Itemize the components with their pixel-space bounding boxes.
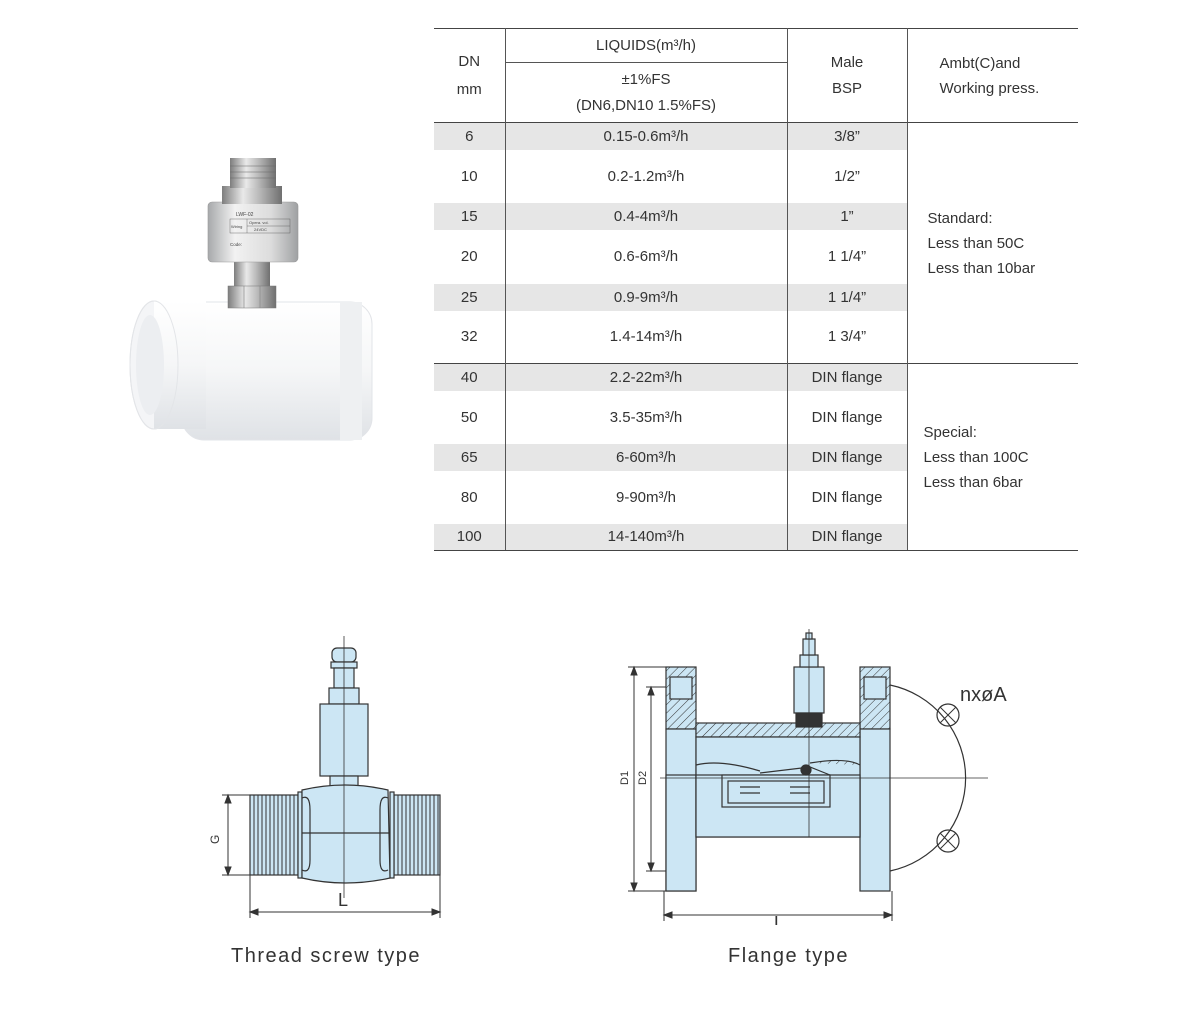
cell-standard-conditions: Standard: Less than 50C Less than 10bar bbox=[907, 122, 1078, 364]
header-liquids: LIQUIDS(m³/h) bbox=[505, 28, 788, 63]
dim-l-label: L bbox=[774, 913, 784, 925]
header-dn: DN mm bbox=[434, 28, 506, 123]
header-bsp: Male BSP bbox=[787, 28, 908, 123]
cell-connection: 1 1/4” bbox=[787, 229, 908, 284]
cell-connection: DIN flange bbox=[787, 523, 908, 551]
photo-label-opera: Opera. vol. bbox=[249, 220, 269, 225]
cell-range: 0.4-4m³/h bbox=[505, 202, 788, 230]
cell-dn: 80 bbox=[434, 470, 506, 524]
dim-d1-label: D1 bbox=[619, 771, 631, 785]
header-ambt-line1: Ambt(C)and bbox=[939, 54, 1021, 72]
cell-range: 3.5-35m³/h bbox=[505, 390, 788, 444]
cell-dn: 6 bbox=[434, 122, 506, 150]
header-ambt: Ambt(C)and Working press. bbox=[907, 28, 1078, 123]
header-accuracy-line1: ±1%FS bbox=[621, 70, 671, 88]
cell-connection: DIN flange bbox=[787, 443, 908, 471]
cell-range: 1.4-14m³/h bbox=[505, 310, 788, 364]
thread-screw-drawing: G L bbox=[208, 636, 442, 918]
cell-range: 6-60m³/h bbox=[505, 443, 788, 471]
cell-range: 14-140m³/h bbox=[505, 523, 788, 551]
cell-dn: 10 bbox=[434, 149, 506, 203]
cell-dn: 20 bbox=[434, 229, 506, 284]
dim-l-label: L bbox=[338, 890, 348, 910]
cell-range: 2.2-22m³/h bbox=[505, 363, 788, 391]
header-bsp-line2: BSP bbox=[831, 79, 862, 97]
photo-label-code: Code: bbox=[230, 242, 242, 247]
header-bsp-line1: Male bbox=[830, 53, 864, 71]
cell-range: 9-90m³/h bbox=[505, 470, 788, 524]
thread-caption: Thread screw type bbox=[231, 945, 422, 967]
cell-dn: 65 bbox=[434, 443, 506, 471]
cell-range: 0.9-9m³/h bbox=[505, 283, 788, 311]
cell-connection: DIN flange bbox=[787, 363, 908, 391]
cell-special-conditions: Special: Less than 100C Less than 6bar bbox=[907, 363, 1078, 551]
photo-label-wiring: Wiring bbox=[231, 224, 242, 229]
holes-label: nxøA bbox=[960, 684, 1007, 706]
photo-label-model: LWF-02 bbox=[236, 212, 254, 218]
photo-label-voltage: 24VDC bbox=[254, 227, 267, 232]
cell-connection: 1/2” bbox=[787, 149, 908, 203]
dim-d2-label: D2 bbox=[637, 771, 649, 785]
cell-connection: 3/8” bbox=[787, 122, 908, 150]
cell-range: 0.2-1.2m³/h bbox=[505, 149, 788, 203]
cell-dn: 100 bbox=[434, 523, 506, 551]
cell-connection: DIN flange bbox=[787, 390, 908, 444]
header-ambt-line2: Working press. bbox=[939, 79, 1040, 97]
cell-dn: 25 bbox=[434, 283, 506, 311]
cell-range: 0.15-0.6m³/h bbox=[505, 122, 788, 150]
flange-drawing: nxøA D1 D2 L bbox=[619, 629, 1007, 925]
cell-dn: 50 bbox=[434, 390, 506, 444]
header-accuracy: ±1%FS (DN6,DN10 1.5%FS) bbox=[505, 62, 788, 123]
cell-connection: 1 1/4” bbox=[787, 283, 908, 311]
flange-caption: Flange type bbox=[728, 945, 850, 967]
cell-connection: 1” bbox=[787, 202, 908, 230]
dim-g-label: G bbox=[208, 835, 222, 844]
spec-table: DN mm LIQUIDS(m³/h) Male BSP Ambt(C)and … bbox=[434, 28, 1078, 551]
cell-range: 0.6-6m³/h bbox=[505, 229, 788, 284]
cell-dn: 32 bbox=[434, 310, 506, 364]
header-accuracy-line2: (DN6,DN10 1.5%FS) bbox=[575, 96, 717, 114]
cell-connection: 1 3/4” bbox=[787, 310, 908, 364]
cell-connection: DIN flange bbox=[787, 470, 908, 524]
header-dn-unit: mm bbox=[456, 80, 482, 98]
product-photo: LWF-02 Wiring Opera. vol. 24VDC Code: bbox=[129, 158, 373, 441]
cell-dn: 40 bbox=[434, 363, 506, 391]
cell-dn: 15 bbox=[434, 202, 506, 230]
header-dn-label: DN bbox=[458, 52, 481, 70]
